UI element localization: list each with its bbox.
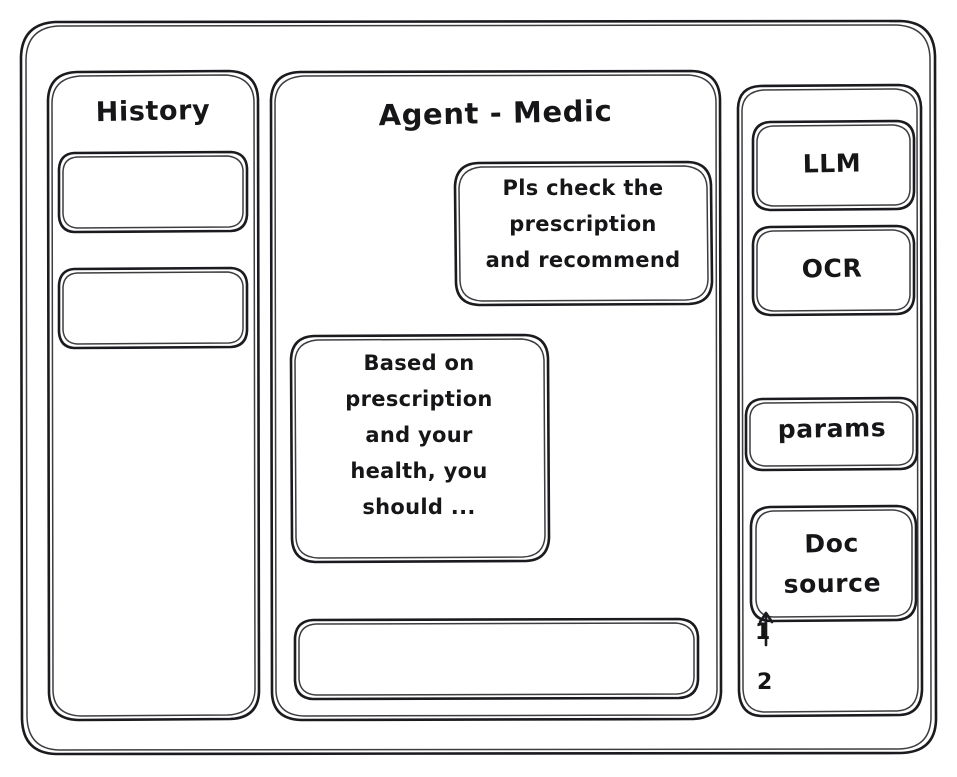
history-panel-outline	[46, 69, 261, 722]
agent-message-text: Based on prescription and your health, y…	[345, 351, 493, 519]
user-message-bubble-outline	[453, 160, 714, 307]
tool-ocr-outline[interactable]	[751, 224, 916, 317]
user-message-text: Pls check the prescription and recommend	[485, 176, 681, 272]
doc-source-connector	[758, 611, 774, 647]
message-input-outline[interactable]	[293, 617, 700, 701]
doc-source-item-2[interactable]: 2	[757, 670, 773, 695]
tool-doc-source-outline[interactable]	[749, 504, 918, 623]
tools-panel-outline	[736, 83, 924, 718]
tool-item-llm-label: LLM	[802, 148, 862, 179]
tool-llm-outline[interactable]	[751, 119, 916, 212]
history-item-2-outline[interactable]	[57, 266, 249, 350]
doc-source-item-1[interactable]: 1	[755, 620, 771, 645]
tool-item-doc-source-label: Doc source	[783, 528, 882, 599]
history-panel-title: History	[95, 94, 211, 129]
tool-params-outline[interactable]	[744, 396, 919, 472]
history-item-1-outline[interactable]	[57, 150, 249, 234]
tool-item-ocr-label: OCR	[801, 253, 863, 284]
window-frame	[19, 19, 938, 756]
chat-panel-outline	[269, 69, 723, 722]
tool-item-params-label: params	[777, 413, 887, 444]
agent-message-bubble-outline	[289, 333, 551, 564]
